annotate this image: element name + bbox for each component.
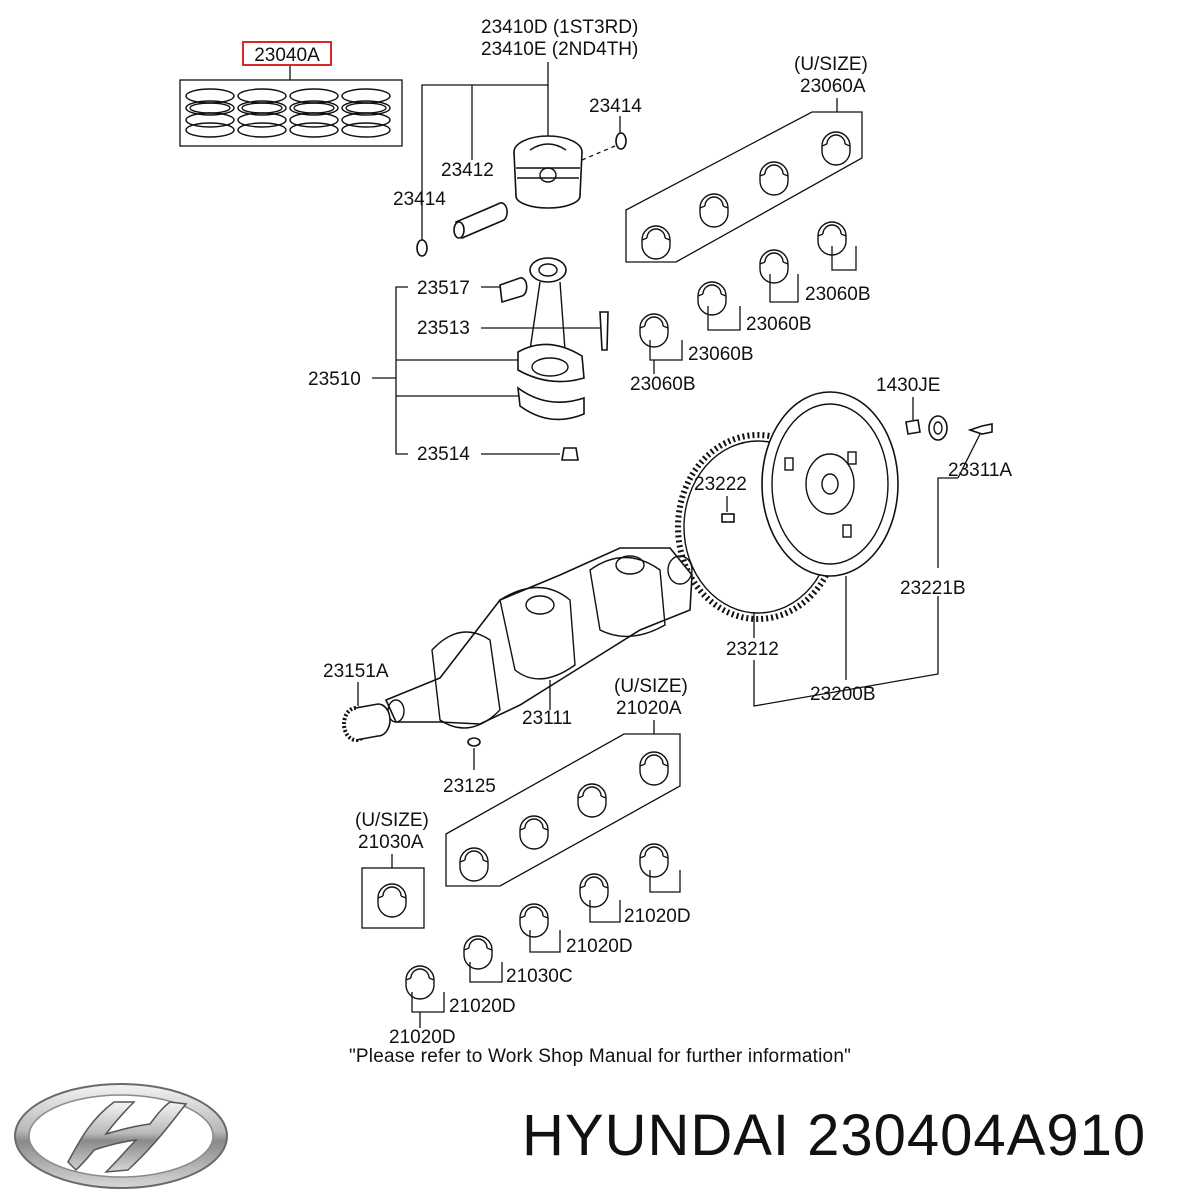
callout-23410E: 23410E (2ND4TH) xyxy=(481,39,638,60)
conrod-bearing-set: (U/SIZE) 23060A 23060B 23060B 23060B 230… xyxy=(625,54,871,395)
callout-21020D-3: 21020D xyxy=(449,996,516,1017)
callout-23125: 23125 xyxy=(443,776,496,797)
hyundai-logo-icon xyxy=(14,1083,228,1189)
callout-21020D-2: 21020D xyxy=(566,936,633,957)
main-bearing-set: (U/SIZE) 21020A (U/SIZE) 21030A 21020D 2… xyxy=(355,676,691,1048)
piston-ring-set: 23040A xyxy=(179,41,403,147)
callout-23414-left: 23414 xyxy=(393,189,446,210)
callout-23311A: 23311A xyxy=(948,460,1012,481)
callout-23221B: 23221B xyxy=(900,578,966,599)
callout-23151A: 23151A xyxy=(323,661,389,682)
callout-1430JE: 1430JE xyxy=(876,375,940,396)
callout-23412: 23412 xyxy=(441,160,494,181)
callout-23060B-1: 23060B xyxy=(805,284,871,305)
callout-usize-top: (U/SIZE) xyxy=(794,54,868,75)
callout-23222: 23222 xyxy=(694,474,747,495)
callout-23111: 23111 xyxy=(522,708,572,729)
callout-usize-mid: (U/SIZE) xyxy=(614,676,688,697)
callout-23060A: 23060A xyxy=(800,76,866,97)
crankshaft: 23151A 23111 23125 xyxy=(323,547,693,797)
connecting-rod-assembly: 23517 23513 23510 23514 xyxy=(308,257,609,465)
callout-21030C: 21030C xyxy=(506,966,573,987)
piston-assembly: 23410D (1ST3RD) 23410E (2ND4TH) 23414 23… xyxy=(393,17,642,257)
manual-note: "Please refer to Work Shop Manual for fu… xyxy=(348,1046,852,1067)
part-caption: HYUNDAI 230404A910 xyxy=(522,1103,1147,1168)
flywheel-assembly: 1430JE 23311A 23222 23221B 23212 23200B xyxy=(675,375,1012,707)
callout-21030A: 21030A xyxy=(358,832,424,853)
callout-23510: 23510 xyxy=(308,369,361,390)
callout-23060B-3: 23060B xyxy=(688,344,754,365)
callout-21020D-1: 21020D xyxy=(624,906,691,927)
callout-23200B: 23200B xyxy=(810,684,876,705)
callout-21020A: 21020A xyxy=(616,698,682,719)
callout-23517: 23517 xyxy=(417,278,470,299)
callout-usize-low: (U/SIZE) xyxy=(355,810,429,831)
callout-23513: 23513 xyxy=(417,318,470,339)
callout-23514: 23514 xyxy=(417,444,470,465)
callout-23410D: 23410D (1ST3RD) xyxy=(481,17,638,38)
callout-21020D-4: 21020D xyxy=(389,1027,456,1048)
callout-23212: 23212 xyxy=(726,639,779,660)
callout-23060B-4: 23060B xyxy=(630,374,696,395)
callout-23060B-2: 23060B xyxy=(746,314,812,335)
callout-23040A: 23040A xyxy=(254,45,320,66)
callout-23414-top: 23414 xyxy=(589,96,642,117)
highlighted-part-box xyxy=(242,41,332,66)
